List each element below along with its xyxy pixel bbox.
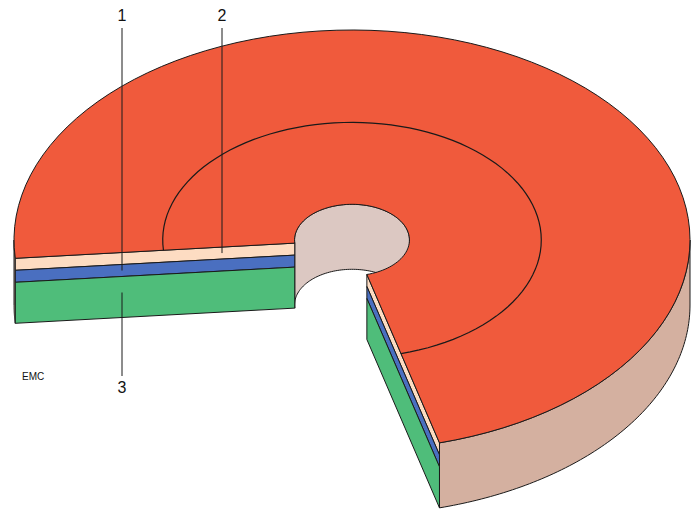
leader-line — [122, 293, 123, 376]
callout-number: 3 — [118, 380, 127, 396]
leader-line — [122, 28, 123, 271]
publisher-logo: EMC — [22, 372, 44, 382]
callout-number: 1 — [118, 8, 127, 24]
layer-3 — [15, 267, 294, 323]
top-surface — [14, 30, 690, 443]
inner-ring-line — [163, 122, 542, 353]
leader-line — [222, 28, 223, 253]
callout-number: 2 — [218, 8, 227, 24]
